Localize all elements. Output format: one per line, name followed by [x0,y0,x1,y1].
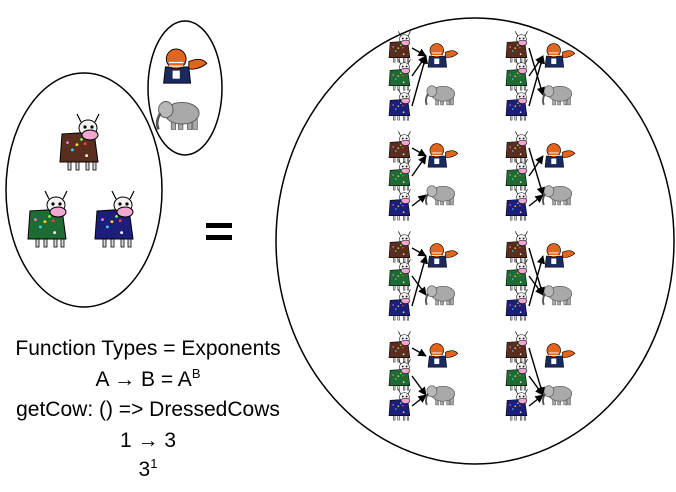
cow-icon [505,131,528,163]
arrow-icon [411,394,427,407]
caption-line-3: getCow: () => DressedCows [16,398,280,421]
football-player-icon [163,48,208,84]
arrow-icon [411,375,427,396]
cow-icon [388,289,411,321]
elephant-icon [424,385,456,406]
cow-icon [505,89,528,121]
cow-icon [505,359,528,391]
cow-icon [505,259,528,291]
caption-line-2-text: A → B = A [95,368,192,391]
caption-line-5: 31 [4,456,292,482]
cow-icon [94,190,135,248]
cow-icon [505,159,528,191]
caption-line-1: Function Types = Exponents [15,337,281,360]
football-player-icon [427,143,459,168]
cow-icon [388,89,411,121]
elephant-icon [541,85,573,106]
cow-icon [505,289,528,321]
cow-icon [27,190,68,248]
arrow-icon [411,55,429,107]
cow-icon [505,331,528,363]
caption-line-4: 1 → 3 [119,429,177,452]
cow-icon [388,389,411,421]
elephant-icon [541,385,573,406]
arrow-icon [411,47,427,57]
functions-set-ellipse [275,17,675,465]
cow-icon [505,59,528,91]
arrow-icon [528,394,544,407]
arrow-icon [411,194,427,207]
arrow-icon [528,375,544,396]
football-player-icon [427,243,459,268]
cow-icon [388,231,411,263]
arrow-icon [528,347,545,396]
cow-icon [505,189,528,221]
cow-icon [388,259,411,291]
football-player-icon [427,343,459,368]
cow-icon [388,189,411,221]
arrow-icon [411,275,427,296]
arrow-icon [528,275,544,296]
football-player-icon [544,143,576,168]
football-player-icon [544,343,576,368]
football-player-icon [427,43,459,68]
elephant-icon [155,101,200,131]
cow-icon [388,359,411,391]
cows-set-ellipse [5,72,163,308]
football-player-icon [544,43,576,68]
cow-icon [388,131,411,163]
arrow-icon [411,255,429,307]
cow-icon [388,159,411,191]
elephant-icon [424,85,456,106]
arrow-icon [528,194,544,207]
arrow-icon [528,255,546,307]
arrow-icon [528,55,546,107]
cow-icon [388,31,411,63]
arrow-icon [528,155,544,177]
cow-icon [505,31,528,63]
caption-line-2: A → B = AB [4,366,292,392]
arrow-icon [411,347,427,357]
cow-icon [505,231,528,263]
elephant-icon [541,185,573,206]
football-player-icon [544,243,576,268]
arrow-icon [411,155,427,177]
caption-line-5-sup: 1 [150,456,158,471]
cow-icon [388,331,411,363]
outcomes-set-ellipse [147,20,223,156]
caption-line-5-base: 3 [138,458,151,481]
elephant-icon [424,185,456,206]
arrow-icon [411,147,427,157]
arrow-icon [528,147,545,196]
cow-icon [388,59,411,91]
arrow-icon [411,247,427,257]
caption-line-2-sup: B [191,366,201,381]
arrow-icon [528,47,545,96]
elephant-icon [541,285,573,306]
elephant-icon [424,285,456,306]
cow-icon [59,113,100,171]
arrow-icon [528,247,545,296]
equals-sign [206,221,232,243]
cow-icon [505,389,528,421]
